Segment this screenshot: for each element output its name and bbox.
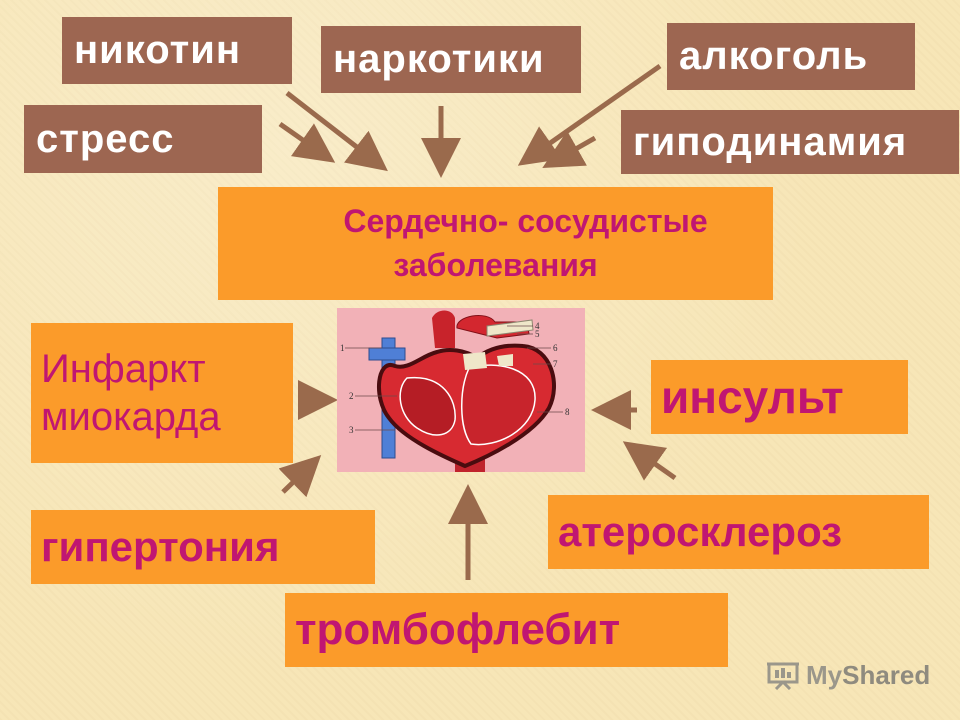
heart-label-8: 8: [565, 407, 570, 417]
factor-nikotin: никотин: [62, 17, 292, 84]
heart-label-2: 2: [349, 391, 354, 401]
heart-label-5: 5: [535, 329, 540, 339]
disease-ateroskleroz-label: атеросклероз: [558, 508, 843, 555]
factor-narkotiki-label: наркотики: [333, 37, 545, 81]
disease-insult: инсульт: [651, 360, 908, 434]
disease-infarkt-line1: Инфаркт: [41, 347, 206, 391]
heart-icon: 1 2 3 4 5 6 7 8: [340, 310, 570, 472]
disease-infarkt-line2: миокарда: [41, 395, 221, 439]
arrow-ateroskleroz: [622, 441, 677, 481]
heart-illustration: 1 2 3 4 5 6 7 8: [337, 308, 585, 472]
heart-label-6: 6: [553, 343, 558, 353]
disease-gipertoniya-label: гипертония: [41, 523, 280, 570]
factor-nikotin-label: никотин: [74, 28, 242, 72]
factor-stress: стресс: [24, 105, 262, 173]
presentation-icon: [767, 662, 799, 690]
arrow-gipodinamiya: [542, 130, 597, 168]
heart-label-1: 1: [340, 343, 345, 353]
myshared-watermark: MyShared: [766, 655, 930, 695]
central-topic-line1: Сердечно- сосудистые: [343, 203, 708, 240]
factor-gipodinamiya: гиподинамия: [621, 110, 959, 174]
heart-label-7: 7: [553, 359, 558, 369]
central-topic-line2: заболевания: [393, 246, 598, 283]
disease-infarkt: Инфаркт миокарда: [31, 323, 293, 463]
factor-alkogol-label: алкоголь: [679, 34, 869, 78]
factor-alkogol: алкоголь: [667, 23, 915, 90]
arrow-gipertoniya: [278, 455, 322, 498]
arrow-stress: [278, 121, 336, 163]
arrow-nikotin: [285, 91, 388, 172]
disease-ateroskleroz: атеросклероз: [548, 495, 929, 569]
heart-label-3: 3: [349, 425, 354, 435]
disease-tromboflebit: тромбофлебит: [285, 593, 728, 667]
heart-label-4: 4: [535, 321, 540, 331]
factor-narkotiki: наркотики: [321, 26, 581, 93]
factor-stress-label: стресс: [36, 116, 175, 161]
disease-tromboflebit-label: тромбофлебит: [295, 605, 621, 654]
factor-gipodinamiya-label: гиподинамия: [633, 119, 908, 164]
watermark-shared: Shared: [842, 659, 931, 690]
disease-gipertoniya: гипертония: [31, 510, 375, 584]
watermark-my: My: [806, 659, 843, 690]
disease-insult-label: инсульт: [661, 371, 844, 423]
central-topic-box: Сердечно- сосудистые заболевания: [218, 187, 773, 300]
